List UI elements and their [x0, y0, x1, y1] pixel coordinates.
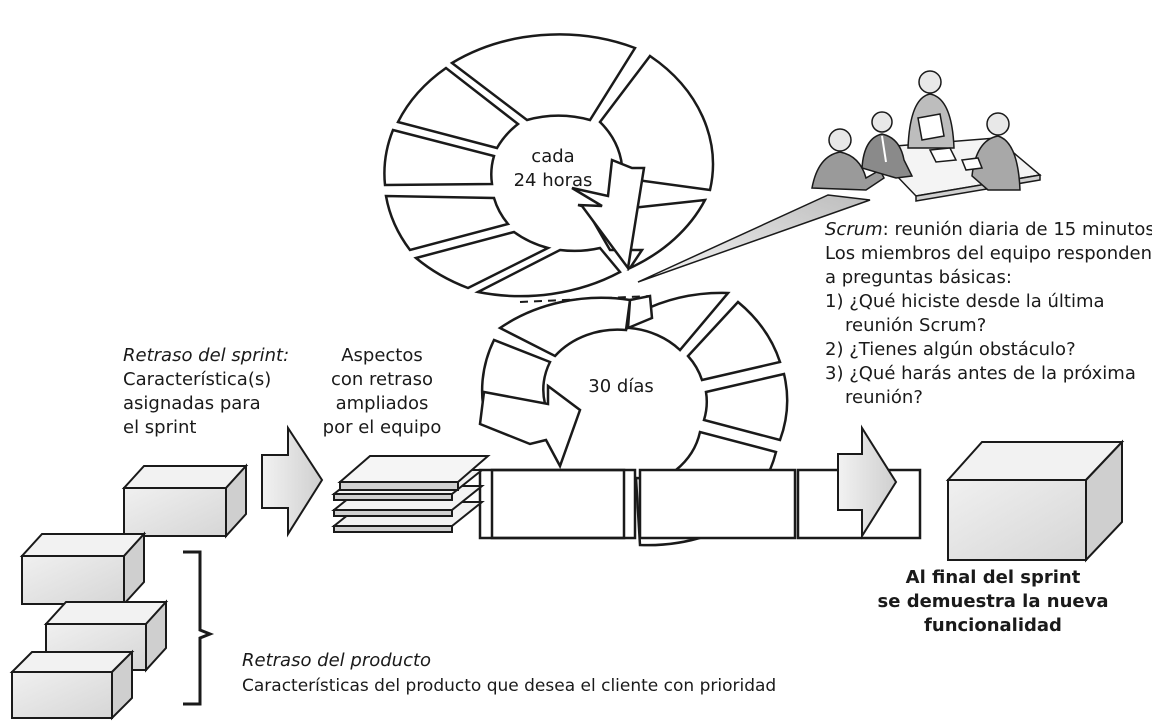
cycle-connector-dashed	[519, 295, 651, 303]
scrum-question-3-line1: 3) ¿Qué harás antes de la próxima	[825, 363, 1136, 384]
sprint-cycle-inner-arrow	[478, 383, 582, 470]
product-backlog-title: Retraso del producto	[242, 650, 432, 671]
scrum-term: Scrum	[825, 219, 883, 240]
product-backlog-box-3	[9, 649, 135, 721]
daily-cycle-label-line1: cada	[531, 146, 574, 167]
expanded-items-line1: Aspectos	[341, 345, 423, 366]
product-backlog-box-1	[19, 531, 147, 607]
daily-cycle-inner-arrow	[571, 158, 646, 272]
expanded-items-line4: por el equipo	[322, 417, 442, 438]
arrow-to-expanded	[261, 424, 324, 538]
expanded-items-line2: con retraso	[331, 369, 433, 390]
result-box	[945, 439, 1125, 563]
scrum-question-1-line2: reunión Scrum?	[845, 315, 987, 336]
scrum-question-2: 2) ¿Tienes algún obstáculo?	[825, 339, 1076, 360]
sprint-backlog-line2: asignadas para	[123, 393, 261, 414]
arrow-to-result	[837, 424, 898, 540]
scrum-meeting-line1: Scrum: reunión diaria de 15 minutos.	[825, 219, 1152, 241]
sprint-cycle-label: 30 días	[588, 376, 653, 397]
product-backlog-bracket	[183, 550, 215, 706]
scrum-definition: : reunión diaria de 15 minutos.	[882, 219, 1152, 240]
meeting-callout-wedge	[637, 194, 871, 283]
expanded-items-line3: ampliados	[335, 393, 429, 414]
daily-cycle-ring	[383, 33, 715, 298]
scrum-meeting-line2: Los miembros del equipo responden	[825, 243, 1152, 264]
meeting-illustration	[811, 70, 1042, 202]
result-line1: Al final del sprint	[905, 567, 1081, 588]
result-line3: funcionalidad	[924, 615, 1062, 636]
sprint-backlog-box	[121, 463, 249, 539]
scrum-meeting-line3: a preguntas básicas:	[825, 267, 1012, 288]
sprint-backlog-line1: Característica(s)	[123, 369, 272, 390]
result-line2: se demuestra la nueva	[877, 591, 1109, 612]
sprint-backlog-line3: el sprint	[123, 417, 197, 438]
daily-cycle-label-line2: 24 horas	[514, 170, 593, 191]
expanded-items-stack	[331, 455, 491, 533]
sprint-backlog-title: Retraso del sprint:	[123, 345, 290, 366]
scrum-question-3-line2: reunión?	[845, 387, 923, 408]
sprint-base-bar	[478, 468, 922, 540]
scrum-question-1-line1: 1) ¿Qué hiciste desde la última	[825, 291, 1105, 312]
product-backlog-description: Características del producto que desea e…	[242, 676, 777, 696]
